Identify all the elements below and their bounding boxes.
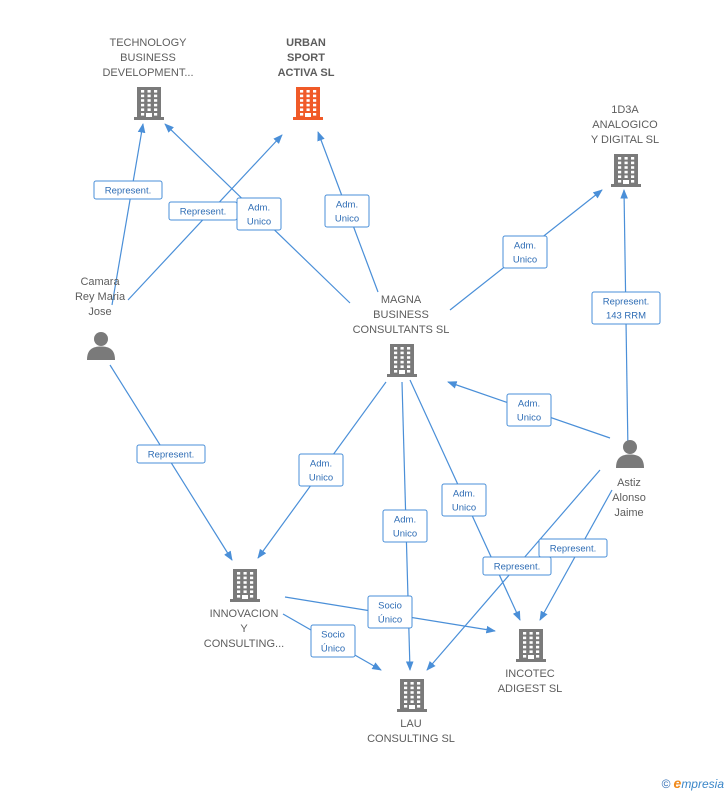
- edge-label-box: [310, 624, 356, 658]
- edge-label-box: [538, 538, 608, 558]
- edge-label-camara-to-urban[interactable]: Represent.: [168, 201, 238, 221]
- edge-label-box: [506, 393, 552, 427]
- edge-label-magna-to-urban[interactable]: Adm. Unico: [324, 194, 370, 228]
- building-icon[interactable]: [516, 628, 546, 662]
- edge-label-text: Unico: [513, 255, 537, 266]
- edge-label-magna-to-innov[interactable]: Adm. Unico: [298, 453, 344, 487]
- edge-label-magna-to-lau[interactable]: Adm. Unico: [382, 509, 428, 543]
- edge-label-text: Unico: [335, 214, 359, 225]
- edge-label-text: Único: [321, 644, 345, 655]
- building-icon[interactable]: [397, 678, 427, 712]
- edge-label-box: [482, 556, 552, 576]
- edge-label-text: Represent.: [550, 544, 596, 555]
- edge-label-box: [382, 509, 428, 543]
- edge-label-text: 143 RRM: [606, 311, 646, 322]
- node-label-lau[interactable]: LAU CONSULTING SL: [367, 718, 455, 745]
- building-icon[interactable]: [387, 343, 417, 377]
- person-icon[interactable]: [86, 330, 116, 364]
- edge-label-text: Represent.: [148, 450, 194, 461]
- edge-label-camara-to-innov[interactable]: Represent.: [136, 444, 206, 464]
- node-label-tbd[interactable]: TECHNOLOGY BUSINESS DEVELOPMENT...: [102, 37, 194, 79]
- person-icon[interactable]: [615, 438, 645, 472]
- edge-label-astiz-to-lau[interactable]: Represent.: [538, 538, 608, 558]
- edge-label-text: Represent.: [180, 207, 226, 218]
- edge-label-text: Represent.: [603, 297, 649, 308]
- node-label-astiz[interactable]: Astiz Alonso Jaime: [612, 477, 646, 519]
- edge-label-text: Represent.: [494, 562, 540, 573]
- edge-label-text: Unico: [517, 413, 541, 424]
- brand-name: mpresia: [681, 777, 724, 791]
- edge-label-text: Adm.: [310, 459, 332, 470]
- edge-label-box: [367, 595, 413, 629]
- node-label-magna[interactable]: MAGNA BUSINESS CONSULTANTS SL: [352, 294, 450, 336]
- edge-label-text: Unico: [393, 529, 417, 540]
- edge-label-text: Adm.: [394, 515, 416, 526]
- edge-label-astiz-to-d1[interactable]: Represent. 143 RRM: [591, 291, 661, 325]
- edge-camara-to-tbd: [111, 123, 146, 306]
- edge-label-text: Adm.: [248, 203, 270, 214]
- edge-label-magna-to-incotec[interactable]: Adm. Unico: [441, 483, 487, 517]
- node-label-innov[interactable]: INNOVACION Y CONSULTING...: [203, 608, 285, 650]
- edge-label-astiz-to-magna[interactable]: Adm. Unico: [506, 393, 552, 427]
- copyright-symbol: ©: [661, 777, 671, 791]
- edge-label-box: [236, 197, 282, 231]
- edge-label-magna-to-d1[interactable]: Adm. Unico: [502, 235, 548, 269]
- building-icon[interactable]: [611, 153, 641, 187]
- edge-label-text: Socio: [321, 630, 345, 641]
- brand-initial: e: [673, 775, 682, 791]
- edge-label-text: Adm.: [336, 200, 358, 211]
- edge-label-box: [298, 453, 344, 487]
- edge-label-text: Adm.: [453, 489, 475, 500]
- edge-label-box: [324, 194, 370, 228]
- edge-label-box: [93, 180, 163, 200]
- edge-label-text: Unico: [247, 217, 271, 228]
- building-icon[interactable]: [134, 86, 164, 120]
- node-label-incotec[interactable]: INCOTEC ADIGEST SL: [497, 668, 563, 695]
- edge-label-box: [502, 235, 548, 269]
- edge-label-text: Unico: [309, 473, 333, 484]
- edge-label-box: [441, 483, 487, 517]
- edge-label-magna-to-tbd[interactable]: Adm. Unico: [236, 197, 282, 231]
- edge-label-box: [136, 444, 206, 464]
- footer-brand: ©empresia: [662, 775, 724, 791]
- building-icon[interactable]: [293, 86, 323, 120]
- edge-label-text: Único: [378, 615, 402, 626]
- node-label-urban[interactable]: URBAN SPORT ACTIVA SL: [277, 37, 335, 79]
- edge-label-text: Adm.: [514, 241, 536, 252]
- edge-label-text: Adm.: [518, 399, 540, 410]
- edge-label-box: [591, 291, 661, 325]
- edge-label-text: Socio: [378, 601, 402, 612]
- building-icon[interactable]: [230, 568, 260, 602]
- node-label-d1[interactable]: 1D3A ANALOGICO Y DIGITAL SL: [590, 104, 660, 146]
- edge-labels-layer: Represent.Represent.Adm.UnicoAdm.UnicoAd…: [93, 180, 661, 658]
- edge-label-text: Represent.: [105, 186, 151, 197]
- edge-label-camara-to-tbd[interactable]: Represent.: [93, 180, 163, 200]
- edge-label-text: Unico: [452, 503, 476, 514]
- edge-label-astiz-to-incotec[interactable]: Represent.: [482, 556, 552, 576]
- node-label-camara[interactable]: Camara Rey Maria Jose: [74, 276, 126, 318]
